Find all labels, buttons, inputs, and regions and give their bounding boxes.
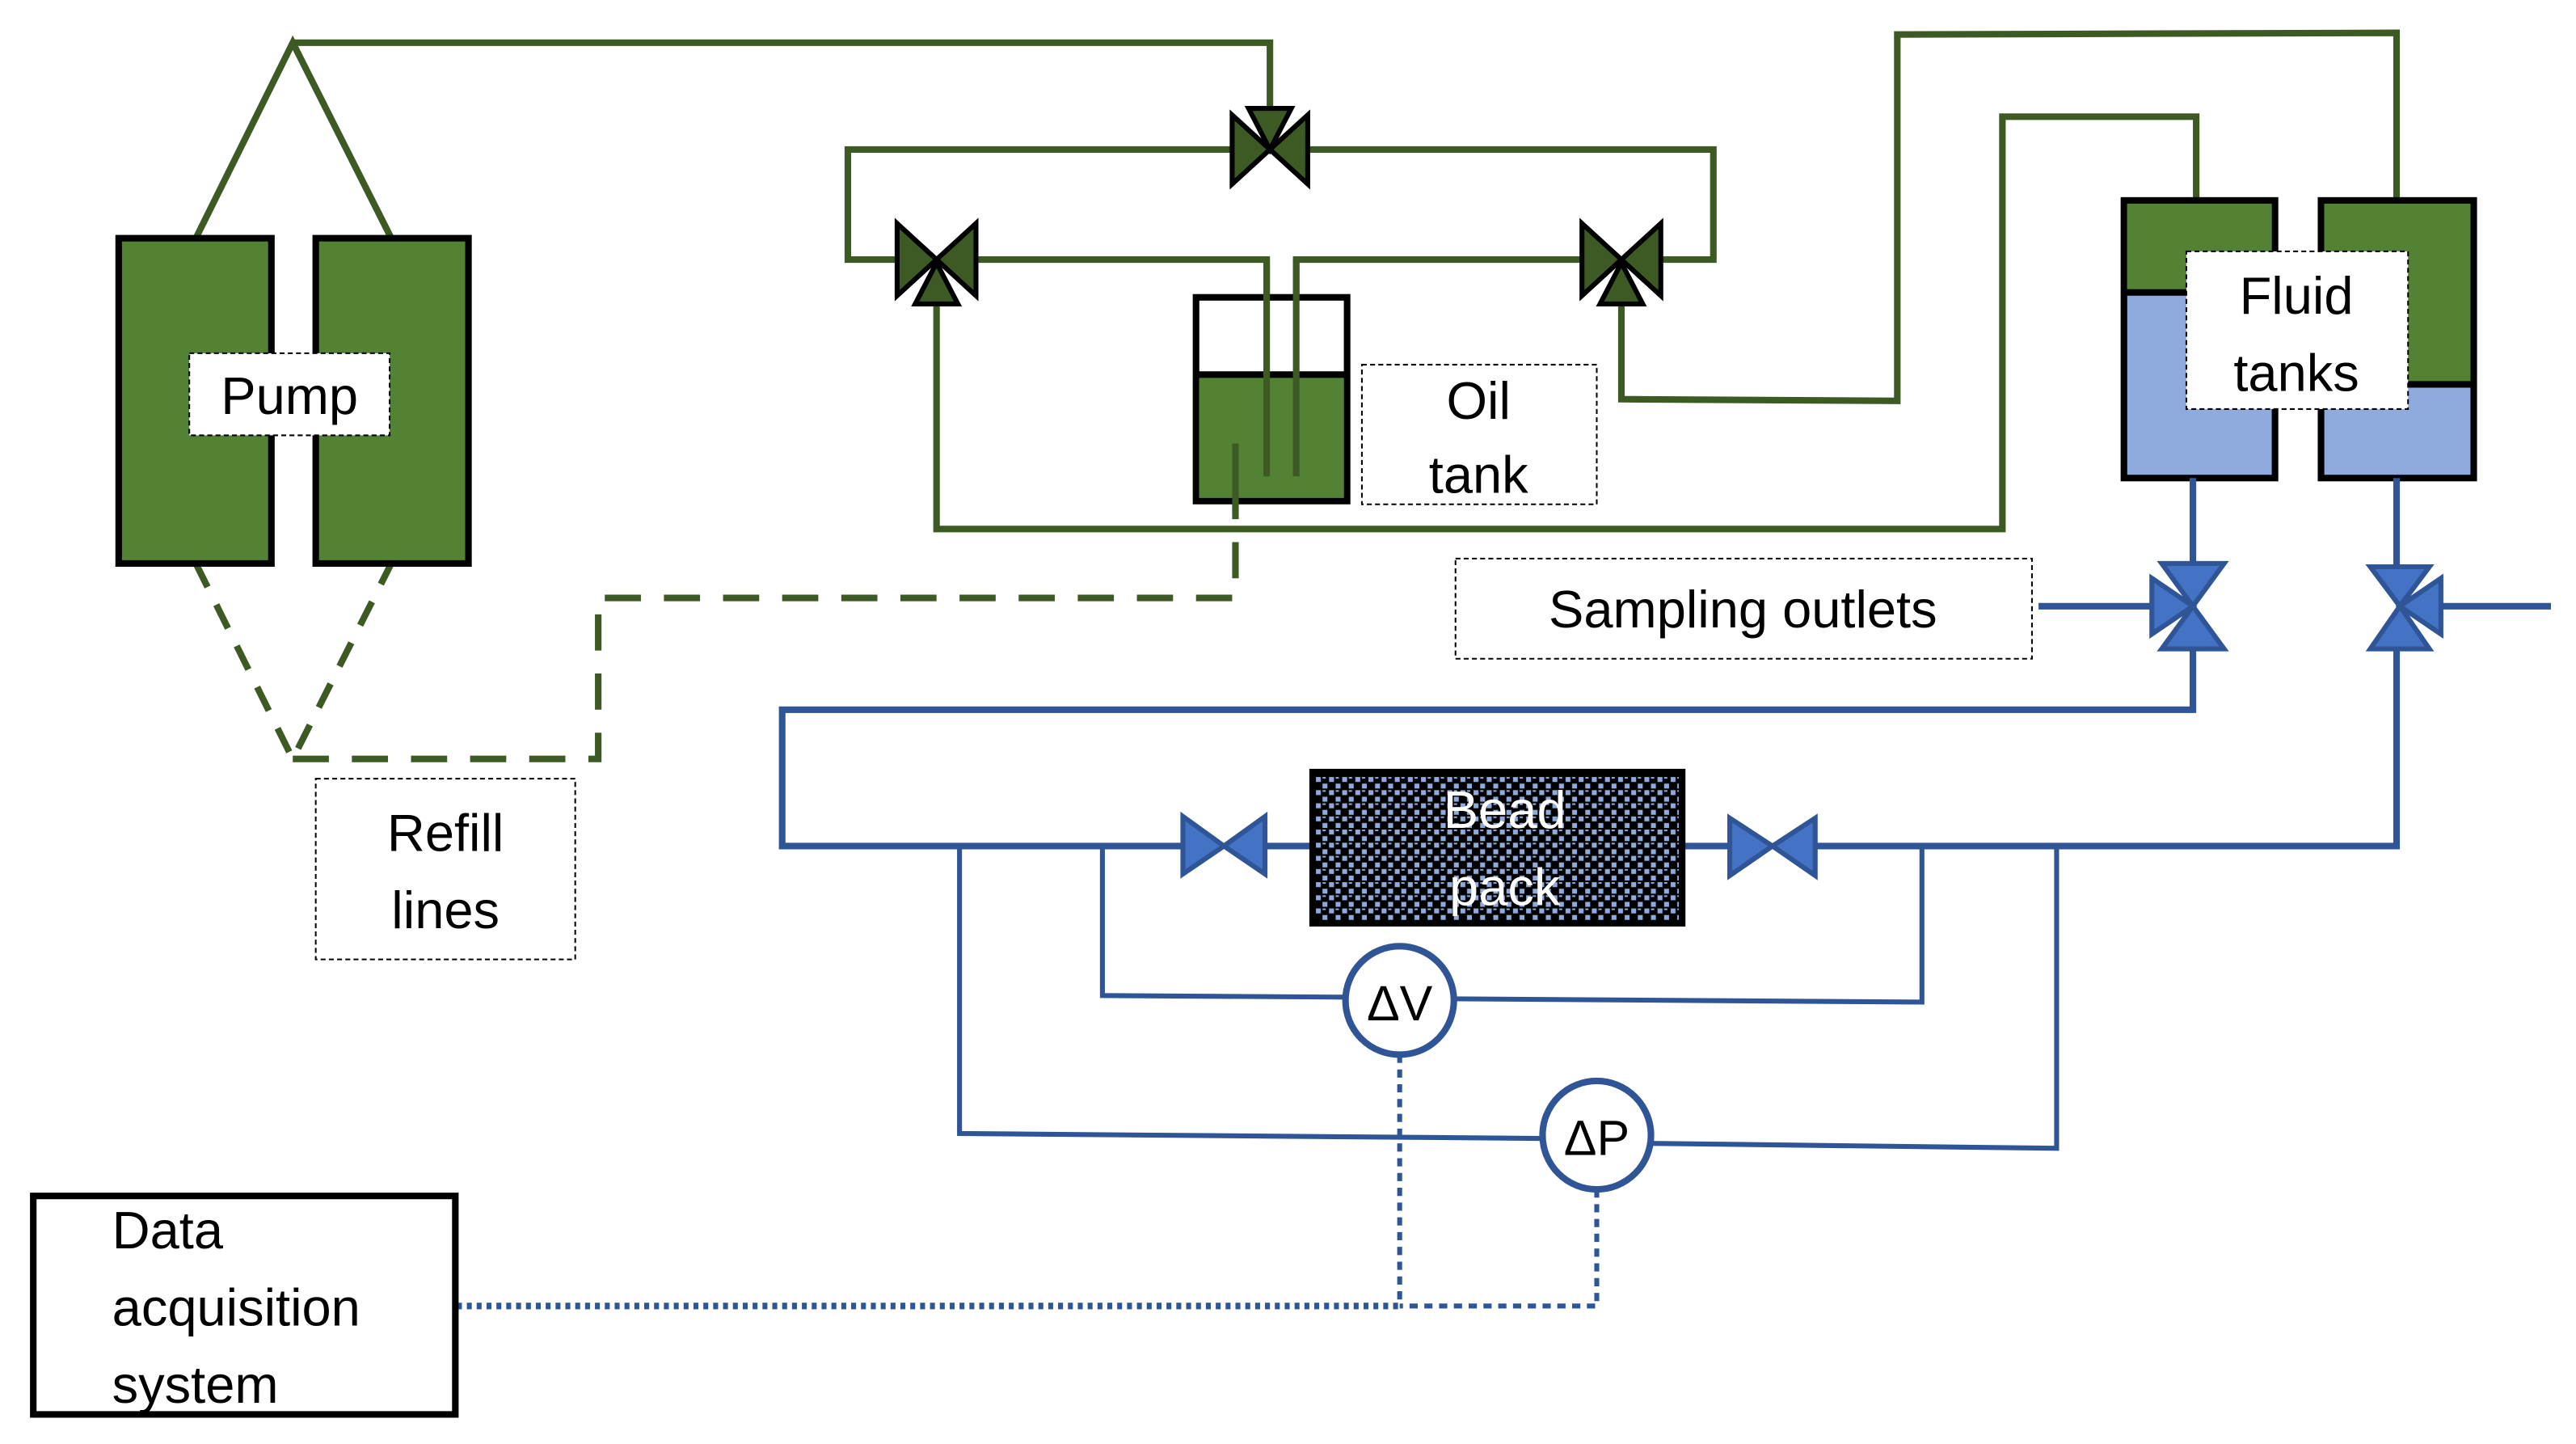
oil-tank-oil-level <box>1199 374 1344 498</box>
delta-p-label: ΔP <box>1564 1110 1629 1165</box>
daq-label-line2: acquisition <box>112 1278 360 1337</box>
daq-label-line3: system <box>112 1355 279 1414</box>
delta-v-sensor: ΔV <box>1342 943 1457 1058</box>
oil-tank-label-box <box>1360 364 1598 505</box>
left-valve-to-fluid-tank-1 <box>933 113 2200 533</box>
fluid-tanks-label-box <box>2185 250 2409 410</box>
delta-p-tap-right <box>1651 846 2060 1151</box>
refill-lines-label-box <box>314 778 576 961</box>
delta-p-signal-line <box>1399 1189 1600 1309</box>
sampling-outlets-label-box <box>1454 557 2033 660</box>
sampling-valve-1-icon <box>2149 560 2229 652</box>
water-lines <box>778 478 2551 1151</box>
oil-tank-label-line1: Oil <box>1446 371 1510 430</box>
refill-line-to-oil-tank <box>293 484 1239 762</box>
signal-lines <box>457 1054 1600 1310</box>
right-valve-to-fluid-tank-2 <box>1617 29 2401 404</box>
bead-pack-label-line1: Bead <box>1444 780 1566 839</box>
delta-p-tap-left <box>957 846 1543 1142</box>
refill-line-pump <box>192 562 394 766</box>
left-three-way-valve-icon <box>894 217 979 306</box>
pump: Pump <box>115 234 472 567</box>
tank-1-to-inlet-loop <box>778 644 2197 850</box>
bead-pack-label-line2: pack <box>1449 858 1561 917</box>
daq-box <box>30 1193 459 1418</box>
tank-2-to-outlet-line <box>1811 644 2401 850</box>
delta-p-sensor: ΔP <box>1539 1077 1655 1193</box>
refill-lines-label-line2: lines <box>391 880 500 939</box>
sampling-outlets-label: Sampling outlets <box>1549 580 1937 639</box>
fluid-tanks-label-line1: Fluid <box>2240 266 2354 325</box>
delta-v-label: ΔV <box>1367 976 1433 1031</box>
data-acquisition-system: Data acquisition system <box>30 1193 459 1418</box>
top-three-way-valve-icon <box>1229 106 1310 190</box>
pump-label: Pump <box>221 366 358 425</box>
right-three-way-valve-icon <box>1579 217 1663 306</box>
pump-label-box <box>188 352 391 437</box>
fluid-tanks: Fluid tanks <box>2120 196 2477 482</box>
pump-outlet-line-left <box>192 35 394 240</box>
refill-lines-label-line1: Refill <box>387 804 504 863</box>
oil-tank-label-line2: tank <box>1429 445 1528 505</box>
delta-v-tap-right <box>1453 846 1925 1005</box>
pump-to-top-valve-line <box>293 39 1274 116</box>
sampling-valve-2-icon <box>2365 564 2443 652</box>
bead-pack-body <box>1309 768 1686 927</box>
bead-pack: Bead pack <box>1309 768 1686 927</box>
oil-tank: Oil tank <box>1192 260 1598 513</box>
delta-v-tap-left <box>1099 846 1346 1000</box>
fluid-tanks-label-line2: tanks <box>2233 344 2359 403</box>
daq-label-line1: Data <box>112 1201 224 1260</box>
bead-pack-inlet-valve-icon <box>1180 811 1268 879</box>
bead-pack-outlet-valve-icon <box>1727 813 1818 880</box>
top-loop-right <box>1305 146 1717 264</box>
top-loop-left <box>844 146 1236 264</box>
